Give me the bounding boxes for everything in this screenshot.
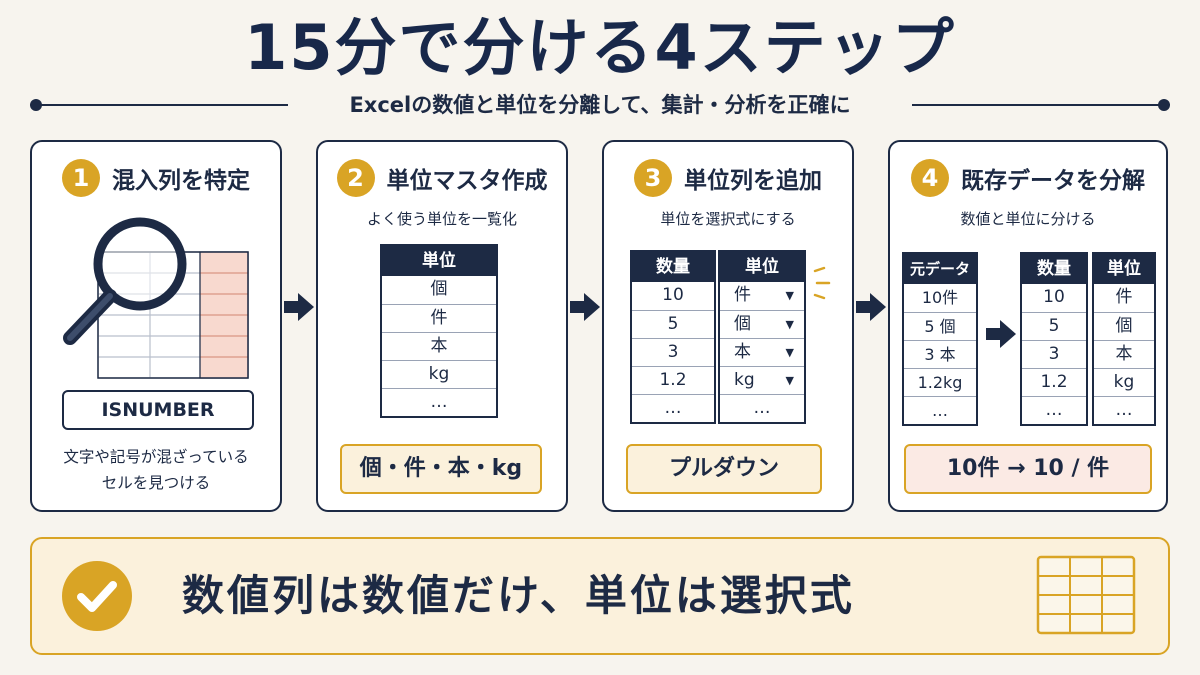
source-data-cell: 10件 — [921, 288, 959, 307]
step-3-card: 3 単位列を追加 単位を選択式にする 数量 10 5 3 1.2 … 単位 件▼… — [602, 140, 854, 512]
conclusion-banner: 数値列は数値だけ、単位は選択式 — [30, 537, 1170, 655]
unit-master-header: 単位 — [382, 246, 496, 276]
unit-dropdown-value: kg — [734, 370, 755, 390]
step-1-note-line-1: 文字や記号が混ざっている — [63, 448, 249, 466]
quantity-cell: 10 — [662, 285, 684, 305]
step-1-note-line-2: セルを見つける — [101, 474, 211, 492]
split-unit-cell: 件 — [1115, 287, 1133, 307]
step-4-number: 4 — [911, 159, 949, 197]
caret-down-icon: ▼ — [785, 346, 794, 359]
unit-master-row: 本 — [382, 332, 496, 360]
unit-header: 単位 — [720, 252, 804, 282]
step-4-summary: 10件 → 10 / 件 — [904, 444, 1152, 494]
step-1-number: 1 — [62, 159, 100, 197]
unit-master-table: 単位 個 件 本 kg … — [380, 244, 498, 418]
step-1-header: 1 混入列を特定 — [32, 158, 280, 198]
caret-down-icon: ▼ — [785, 374, 794, 387]
split-unit-column: 単位 件 個 本 kg … — [1092, 252, 1156, 426]
source-data-header: 元データ — [904, 254, 976, 284]
split-unit-header: 単位 — [1094, 254, 1154, 284]
unit-dropdown-value: 個 — [734, 314, 751, 334]
subtitle: Excelの数値と単位を分離して、集計・分析を正確に — [349, 93, 851, 117]
step-4-description: 数値と単位に分ける — [960, 210, 1096, 228]
unit-master-row: 件 — [382, 304, 496, 332]
split-quantity-header: 数量 — [1022, 254, 1086, 284]
quantity-cell: 1.2 — [632, 366, 714, 394]
subtitle-line-left — [38, 104, 288, 106]
highlight-spark-icon — [813, 266, 831, 300]
split-unit-cell: 本 — [1094, 340, 1154, 368]
magnifier-over-spreadsheet-icon — [63, 217, 249, 379]
unit-dropdown[interactable]: 本▼ — [720, 338, 804, 366]
unit-dropdown-value: 件 — [734, 285, 751, 305]
check-icon — [62, 561, 132, 631]
quantity-cell: 3 — [632, 338, 714, 366]
subtitle-row: Excelの数値と単位を分離して、集計・分析を正確に — [30, 88, 1170, 122]
step-2-number: 2 — [336, 159, 375, 197]
caret-down-icon: ▼ — [785, 289, 794, 302]
step-3-description: 単位を選択式にする — [660, 210, 796, 228]
step-4-title: 既存データを分解 — [961, 168, 1145, 194]
source-data-cell: 1.2kg — [904, 368, 976, 396]
page-title: 15分で分ける4ステップ — [244, 11, 956, 84]
split-quantity-cell: … — [1022, 396, 1086, 424]
unit-master-row: 個 — [430, 279, 448, 299]
split-unit-cell: 個 — [1094, 312, 1154, 340]
step-3-summary: プルダウン — [626, 444, 822, 494]
split-unit-cell: kg — [1094, 368, 1154, 396]
source-data-cell: … — [904, 396, 976, 424]
step-1-note: 文字や記号が混ざっている セルを見つける — [32, 444, 280, 496]
subtitle-dot-left — [30, 99, 42, 111]
source-data-cell: 5 個 — [904, 312, 976, 340]
isnumber-function-label: ISNUMBER — [62, 390, 254, 430]
step-3-title: 単位列を追加 — [684, 168, 822, 194]
conclusion-text: 数値列は数値だけ、単位は選択式 — [182, 571, 855, 620]
subtitle-line-right — [912, 104, 1162, 106]
source-data-column: 元データ 10件 5 個 3 本 1.2kg … — [902, 252, 978, 426]
step-2-description: よく使う単位を一覧化 — [366, 210, 517, 228]
step-2-title: 単位マスタ作成 — [386, 168, 548, 194]
step-1-title: 混入列を特定 — [112, 168, 250, 194]
quantity-cell: 5 — [632, 310, 714, 338]
split-quantity-cell: 5 — [1022, 312, 1086, 340]
split-quantity-cell: 1.2 — [1022, 368, 1086, 396]
quantity-cell: … — [632, 394, 714, 422]
step-3-header: 3 単位列を追加 — [604, 158, 852, 198]
unit-dropdown[interactable]: kg ▼ — [720, 366, 804, 394]
unit-dropdown-value: 本 — [734, 342, 751, 362]
step-1-card: 1 混入列を特定 ISN — [30, 140, 282, 512]
caret-down-icon: ▼ — [785, 318, 794, 331]
step-4-card: 4 既存データを分解 数値と単位に分ける 元データ 10件 5 個 3 本 1.… — [888, 140, 1168, 512]
step-2-summary: 個・件・本・kg — [340, 444, 542, 494]
step-4-header: 4 既存データを分解 — [890, 158, 1166, 198]
unit-dropdown[interactable]: 件▼ — [720, 282, 804, 310]
subtitle-dot-right — [1158, 99, 1170, 111]
split-unit-cell: … — [1094, 396, 1154, 424]
unit-master-row: … — [382, 388, 496, 416]
quantity-header: 数量 — [632, 252, 714, 282]
unit-master-row: kg — [382, 360, 496, 388]
quantity-column: 数量 10 5 3 1.2 … — [630, 250, 716, 424]
step-2-card: 2 単位マスタ作成 よく使う単位を一覧化 単位 個 件 本 kg … 個・件・本… — [316, 140, 568, 512]
split-quantity-column: 数量 10 5 3 1.2 … — [1020, 252, 1088, 426]
split-quantity-cell: 10 — [1043, 287, 1065, 307]
table-grid-icon — [1036, 555, 1136, 635]
source-data-cell: 3 本 — [904, 340, 976, 368]
step-3-number: 3 — [634, 159, 672, 197]
unit-dropdown-value: … — [720, 394, 804, 422]
step-2-header: 2 単位マスタ作成 — [318, 158, 566, 198]
unit-dropdown-column: 単位 件▼ 個▼ 本▼ kg▼ … — [718, 250, 806, 424]
unit-dropdown[interactable]: 個▼ — [720, 310, 804, 338]
split-quantity-cell: 3 — [1022, 340, 1086, 368]
